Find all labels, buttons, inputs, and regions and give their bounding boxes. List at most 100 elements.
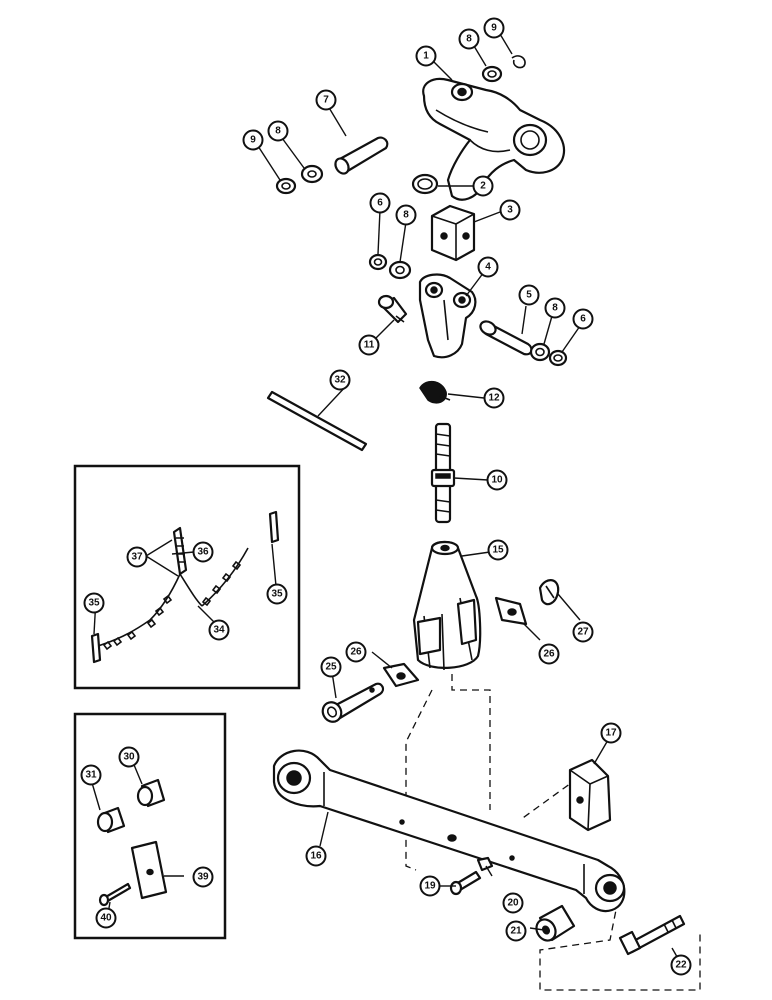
snap-ring-part-2 bbox=[411, 173, 439, 195]
svg-text:17: 17 bbox=[605, 728, 617, 739]
callout-36: 36 bbox=[192, 541, 214, 563]
callout-8: 8 bbox=[544, 297, 566, 319]
washer-part-8-top bbox=[481, 65, 503, 83]
snap-ring-part-6-left bbox=[368, 253, 388, 271]
callout-26: 26 bbox=[538, 643, 560, 665]
rod-part-32 bbox=[266, 390, 368, 452]
callout-35: 35 bbox=[266, 583, 288, 605]
bolt-part-19 bbox=[449, 870, 482, 896]
callout-9: 9 bbox=[242, 129, 264, 151]
callout-27: 27 bbox=[572, 621, 594, 643]
snap-ring-part-9-top bbox=[511, 55, 526, 69]
svg-text:9: 9 bbox=[491, 23, 497, 34]
plate-part-26-left bbox=[382, 662, 420, 688]
callout-1: 1 bbox=[415, 45, 437, 67]
plate-part-26-right bbox=[494, 596, 528, 626]
washer-part-8-mid bbox=[388, 260, 412, 280]
callout-20: 20 bbox=[502, 892, 524, 914]
svg-text:15: 15 bbox=[492, 545, 504, 556]
svg-text:37: 37 bbox=[131, 552, 143, 563]
svg-text:31: 31 bbox=[85, 770, 97, 781]
clevis-part-15 bbox=[412, 540, 482, 671]
callout-12: 12 bbox=[483, 387, 505, 409]
callout-4: 4 bbox=[477, 256, 499, 278]
svg-text:5: 5 bbox=[526, 290, 532, 301]
svg-text:35: 35 bbox=[271, 589, 283, 600]
callout-39: 39 bbox=[192, 866, 214, 888]
callout-6: 6 bbox=[572, 308, 594, 330]
svg-text:32: 32 bbox=[334, 375, 346, 386]
callout-16: 16 bbox=[305, 845, 327, 867]
svg-text:11: 11 bbox=[364, 340, 375, 351]
washer-part-8-left bbox=[300, 164, 324, 184]
callout-17: 17 bbox=[600, 722, 622, 744]
chain-inset-box bbox=[73, 464, 301, 690]
callout-25: 25 bbox=[320, 656, 342, 678]
callout-32: 32 bbox=[329, 369, 351, 391]
svg-text:1: 1 bbox=[423, 51, 429, 62]
callout-11: 11 bbox=[358, 334, 380, 356]
svg-text:6: 6 bbox=[377, 198, 383, 209]
svg-text:6: 6 bbox=[580, 314, 586, 325]
callout-19: 19 bbox=[419, 875, 441, 897]
callout-26: 26 bbox=[345, 641, 367, 663]
svg-text:19: 19 bbox=[424, 881, 436, 892]
callout-6: 6 bbox=[369, 192, 391, 214]
svg-text:8: 8 bbox=[466, 34, 472, 45]
svg-text:20: 20 bbox=[507, 898, 519, 909]
screw-part-10 bbox=[430, 422, 456, 524]
bushing-inset-box bbox=[73, 712, 227, 940]
block-part-3 bbox=[430, 204, 476, 262]
washer-part-8-right bbox=[529, 342, 551, 362]
svg-text:22: 22 bbox=[675, 960, 687, 971]
callout-9: 9 bbox=[483, 17, 505, 39]
nut-part-20 bbox=[476, 856, 494, 872]
bolt-part-22 bbox=[618, 914, 686, 956]
svg-text:8: 8 bbox=[403, 210, 409, 221]
svg-text:16: 16 bbox=[310, 851, 322, 862]
svg-text:3: 3 bbox=[507, 205, 513, 216]
pin-part-27 bbox=[538, 579, 560, 606]
svg-text:7: 7 bbox=[323, 95, 329, 106]
svg-text:30: 30 bbox=[123, 752, 135, 763]
svg-text:4: 4 bbox=[485, 262, 491, 273]
callout-15: 15 bbox=[487, 539, 509, 561]
svg-text:8: 8 bbox=[552, 303, 558, 314]
svg-text:10: 10 bbox=[491, 475, 503, 486]
svg-text:25: 25 bbox=[325, 662, 337, 673]
snap-ring-part-6-right bbox=[548, 349, 568, 367]
callout-35: 35 bbox=[83, 592, 105, 614]
callout-34: 34 bbox=[208, 619, 230, 641]
callout-3: 3 bbox=[499, 199, 521, 221]
svg-text:35: 35 bbox=[88, 598, 100, 609]
svg-text:40: 40 bbox=[100, 913, 112, 924]
svg-text:39: 39 bbox=[197, 872, 209, 883]
callout-5: 5 bbox=[518, 284, 540, 306]
svg-text:34: 34 bbox=[213, 625, 225, 636]
bushing-part-21 bbox=[535, 904, 576, 942]
callout-7: 7 bbox=[315, 89, 337, 111]
svg-text:26: 26 bbox=[350, 647, 362, 658]
clip-part-12 bbox=[419, 380, 451, 404]
pin-part-25 bbox=[321, 682, 385, 723]
callout-8: 8 bbox=[267, 120, 289, 142]
lift-arm-part bbox=[422, 77, 566, 201]
svg-text:9: 9 bbox=[250, 135, 256, 146]
svg-text:8: 8 bbox=[275, 126, 281, 137]
callout-40: 40 bbox=[95, 907, 117, 929]
callout-10: 10 bbox=[486, 469, 508, 491]
svg-text:21: 21 bbox=[510, 926, 522, 937]
callout-30: 30 bbox=[118, 746, 140, 768]
svg-text:27: 27 bbox=[577, 627, 589, 638]
snap-ring-part-9-left bbox=[275, 177, 297, 195]
callout-8: 8 bbox=[458, 28, 480, 50]
bracket-part-17 bbox=[568, 758, 612, 832]
svg-text:26: 26 bbox=[543, 649, 555, 660]
callout-21: 21 bbox=[505, 920, 527, 942]
lower-link-part-16 bbox=[272, 749, 626, 913]
fitting-part-11 bbox=[377, 294, 408, 324]
svg-text:12: 12 bbox=[488, 393, 500, 404]
callout-22: 22 bbox=[670, 954, 692, 976]
callout-37: 37 bbox=[126, 546, 148, 568]
